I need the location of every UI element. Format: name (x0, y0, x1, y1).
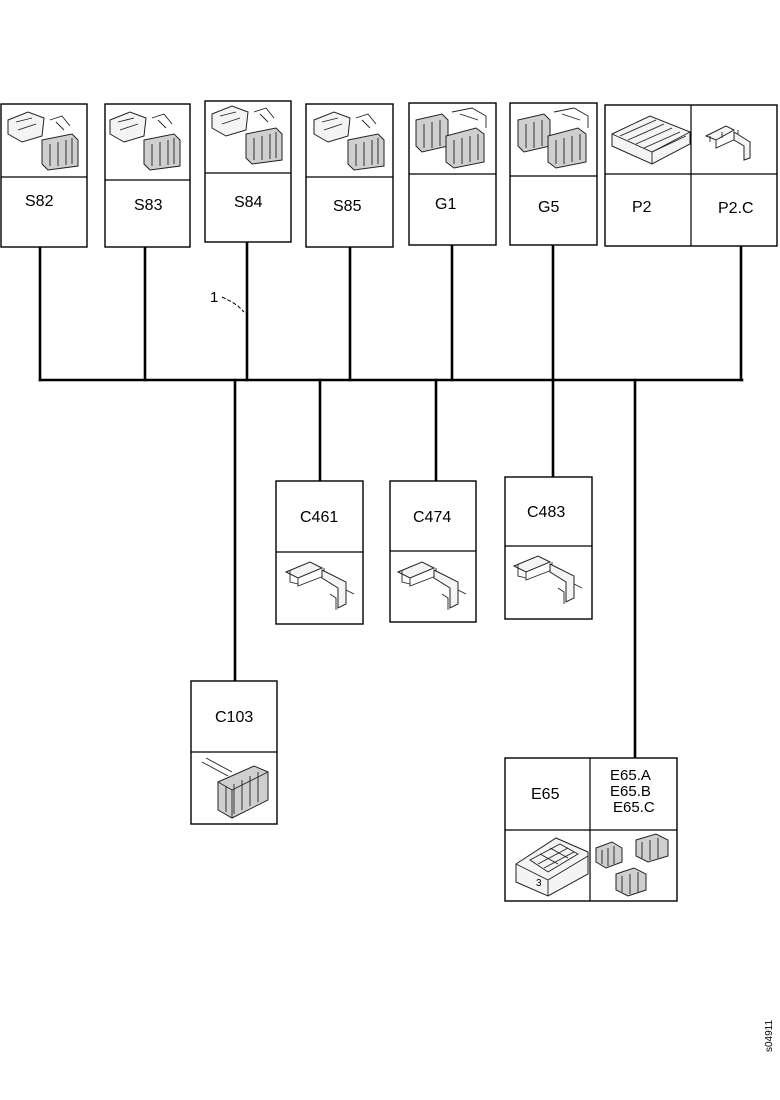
callout-number: 1 (210, 289, 218, 306)
connector-s82: S82 (0, 103, 88, 248)
control-unit-housing-icon: 3 (515, 837, 589, 897)
connector-pair-icon (109, 111, 181, 171)
connector-g5-label: G5 (538, 199, 559, 216)
connector-s83-label: S83 (134, 197, 163, 214)
connector-block-icon (517, 107, 589, 169)
connector-g1-label: G1 (435, 196, 456, 213)
figure-code: s04911 (764, 1019, 775, 1052)
connector-c474-label: C474 (413, 509, 451, 526)
terminal-bracket-icon (512, 555, 583, 604)
connector-panel-icon (611, 115, 691, 165)
svg-text:3: 3 (536, 878, 542, 889)
connector-c103-label: C103 (215, 709, 253, 726)
connector-c483: C483 (504, 476, 593, 620)
connector-g5: G5 (509, 102, 598, 246)
callout-1: 1 (210, 289, 245, 313)
connector-e65b-label: E65.B (610, 783, 651, 800)
connector-c461: C461 (275, 480, 364, 625)
connector-e65c-label: E65.C (613, 799, 655, 816)
harness-wires (38, 240, 744, 760)
connector-group-icon (595, 833, 669, 897)
multi-pin-plug-icon (201, 757, 269, 819)
connector-s83: S83 (104, 103, 191, 248)
connector-c483-label: C483 (527, 504, 565, 521)
connector-pair-icon (211, 105, 283, 165)
connector-c474: C474 (389, 480, 477, 623)
connector-c103: C103 (190, 680, 278, 825)
connector-s84-label: S84 (234, 194, 263, 211)
connector-s85: S85 (305, 103, 394, 248)
connector-s85-label: S85 (333, 198, 362, 215)
connector-block-icon (415, 107, 487, 169)
connector-s84: S84 (204, 100, 292, 243)
terminal-bracket-icon (704, 125, 751, 161)
connector-pair-icon (7, 111, 79, 171)
connector-p2c-label: P2.C (718, 200, 754, 217)
connector-p2-label: P2 (632, 199, 652, 216)
terminal-bracket-icon (396, 561, 467, 610)
connector-pair-icon (313, 111, 385, 171)
connector-e65: E65 E65.A E65.B E65.C 3 (504, 757, 678, 902)
terminal-bracket-icon (284, 561, 355, 610)
connector-p2-group: P2 P2.C (604, 104, 778, 247)
connector-s82-label: S82 (25, 193, 54, 210)
connector-c461-label: C461 (300, 509, 338, 526)
connector-e65a-label: E65.A (610, 767, 651, 784)
connector-g1: G1 (408, 102, 497, 246)
connector-e65-label: E65 (531, 786, 560, 803)
